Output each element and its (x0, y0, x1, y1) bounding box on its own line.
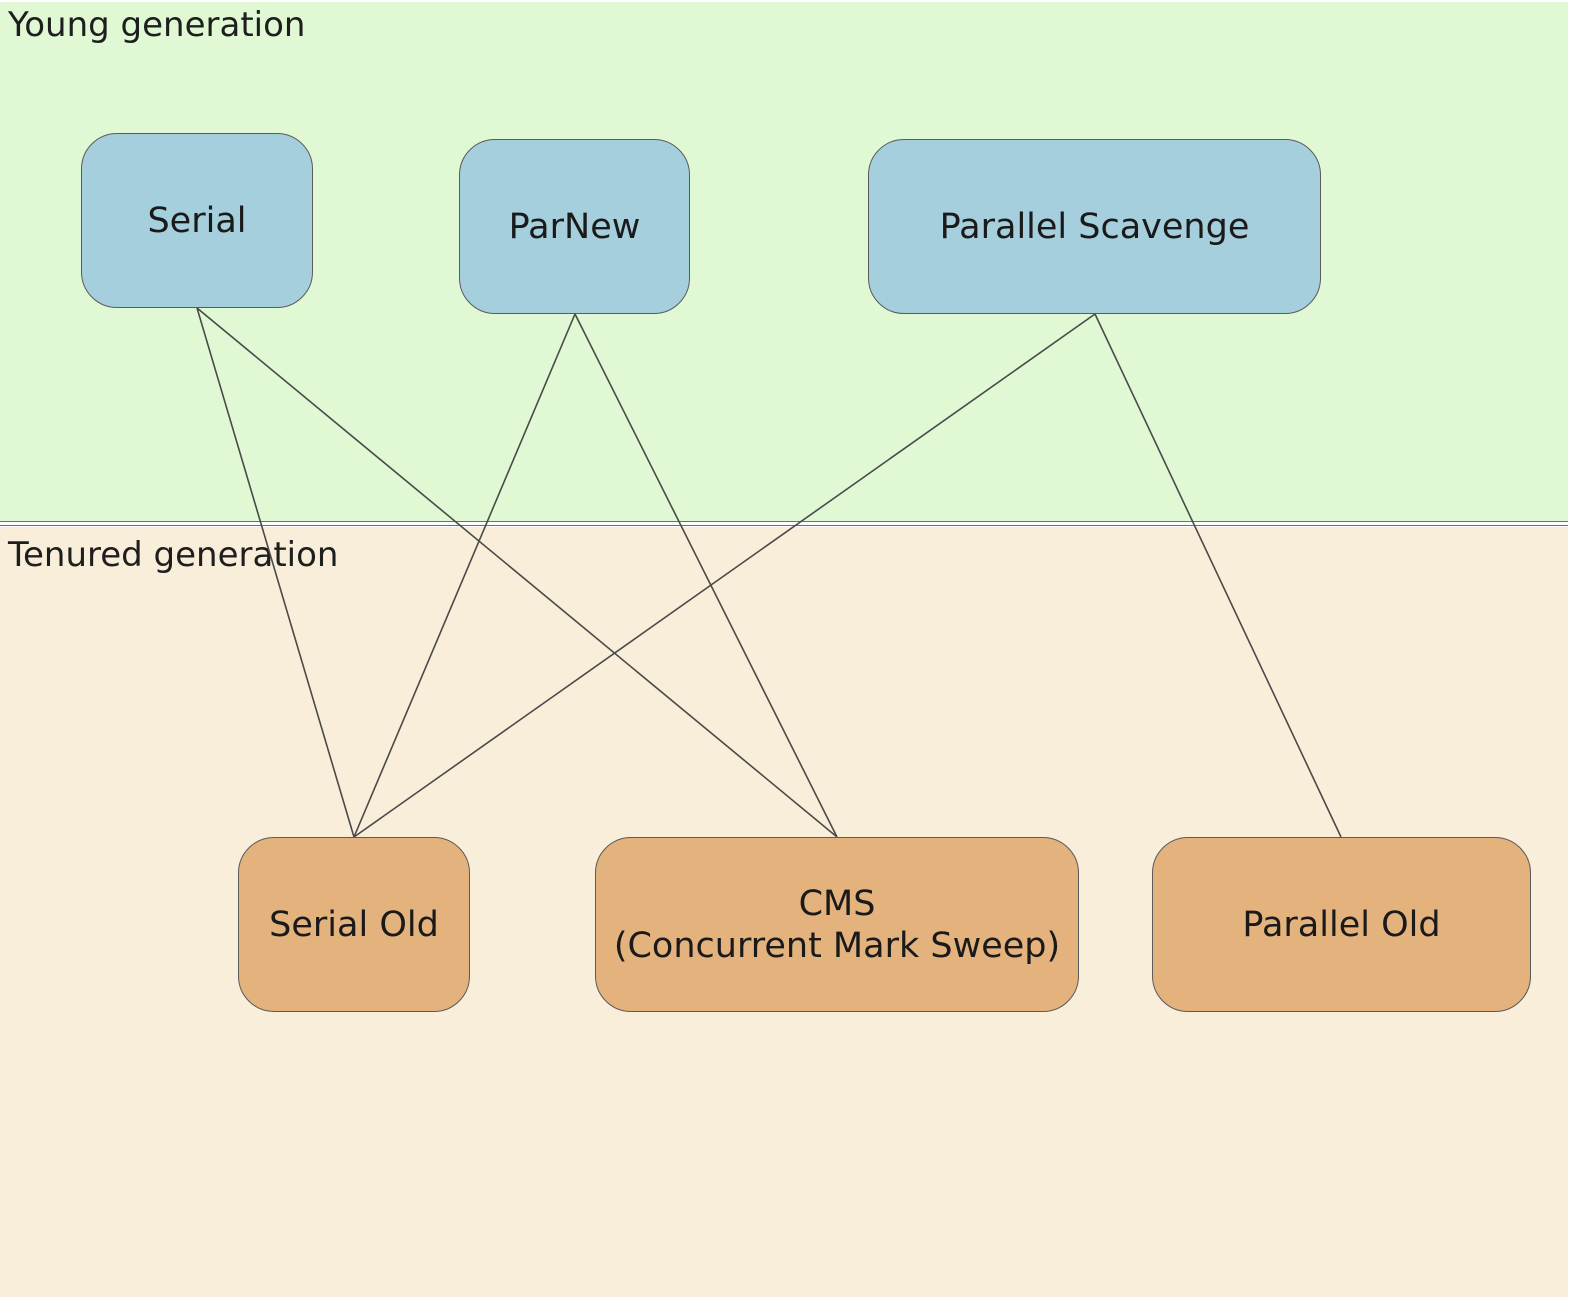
generation-divider (0, 521, 1568, 522)
serial-collector-label: Serial (147, 200, 247, 241)
tenured-generation-label: Tenured generation (8, 535, 339, 575)
parallel-old-collector-label: Parallel Old (1242, 904, 1441, 945)
parnew-collector-label: ParNew (508, 206, 641, 247)
parallel-scavenge-collector-label: Parallel Scavenge (939, 206, 1250, 247)
parnew-collector-node: ParNew (459, 139, 690, 314)
serial-collector-node: Serial (81, 133, 313, 308)
cms-collector-sublabel: (Concurrent Mark Sweep) (613, 925, 1061, 966)
serial-old-collector-node: Serial Old (238, 837, 470, 1012)
generation-divider (0, 525, 1568, 526)
parallel-scavenge-collector-node: Parallel Scavenge (868, 139, 1321, 314)
young-generation-label: Young generation (8, 5, 306, 45)
serial-old-collector-label: Serial Old (269, 904, 439, 945)
cms-collector-node: CMS (Concurrent Mark Sweep) (595, 837, 1079, 1012)
cms-collector-label: CMS (798, 883, 876, 924)
parallel-old-collector-node: Parallel Old (1152, 837, 1531, 1012)
